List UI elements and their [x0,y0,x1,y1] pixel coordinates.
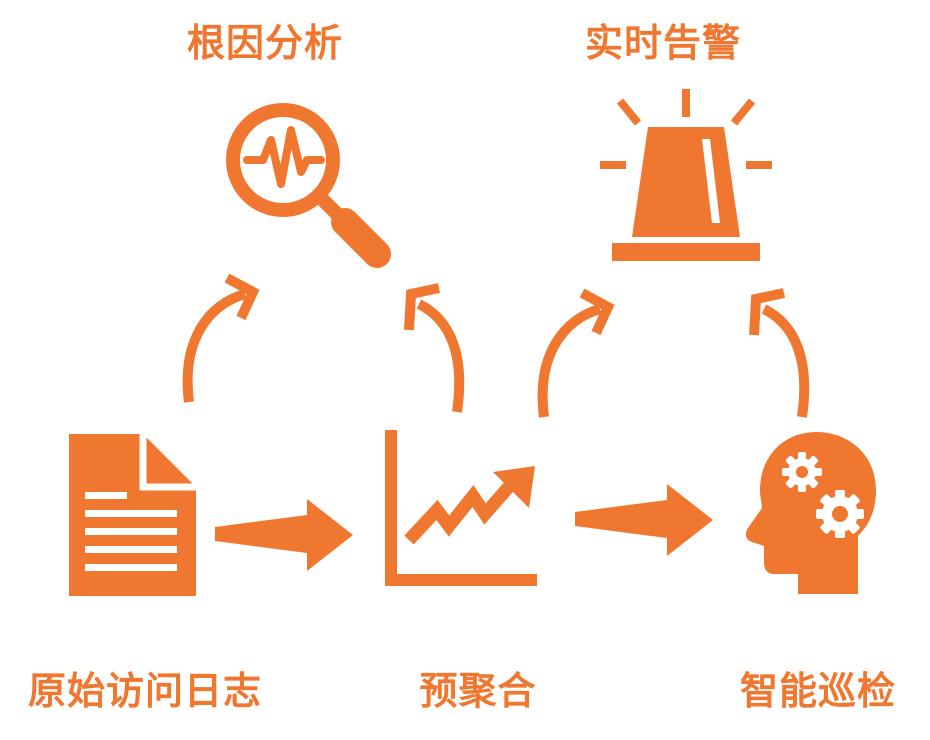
label-raw-access-logs: 原始访问日志 [27,669,263,713]
curved-arrow-preaggregation-to-root-cause [395,280,495,420]
label-realtime-alert: 实时告警 [584,21,742,65]
trend-chart-icon [385,430,545,590]
curved-arrow-preaggregation-to-alert [530,285,630,425]
label-root-cause-analysis: 根因分析 [186,21,344,65]
label-pre-aggregation: 预聚合 [419,669,537,713]
arrow-preaggregation-to-inspection [575,480,715,560]
magnifier-waveform-icon [205,88,405,288]
document-icon [65,430,200,600]
curved-arrow-inspection-to-alert [740,285,840,425]
curved-arrow-logs-to-root-cause [175,270,275,410]
siren-alarm-icon [590,85,790,270]
head-gears-icon [738,428,878,598]
arrow-logs-to-preaggregation [215,495,355,575]
label-smart-inspection: 智能巡检 [739,669,897,713]
